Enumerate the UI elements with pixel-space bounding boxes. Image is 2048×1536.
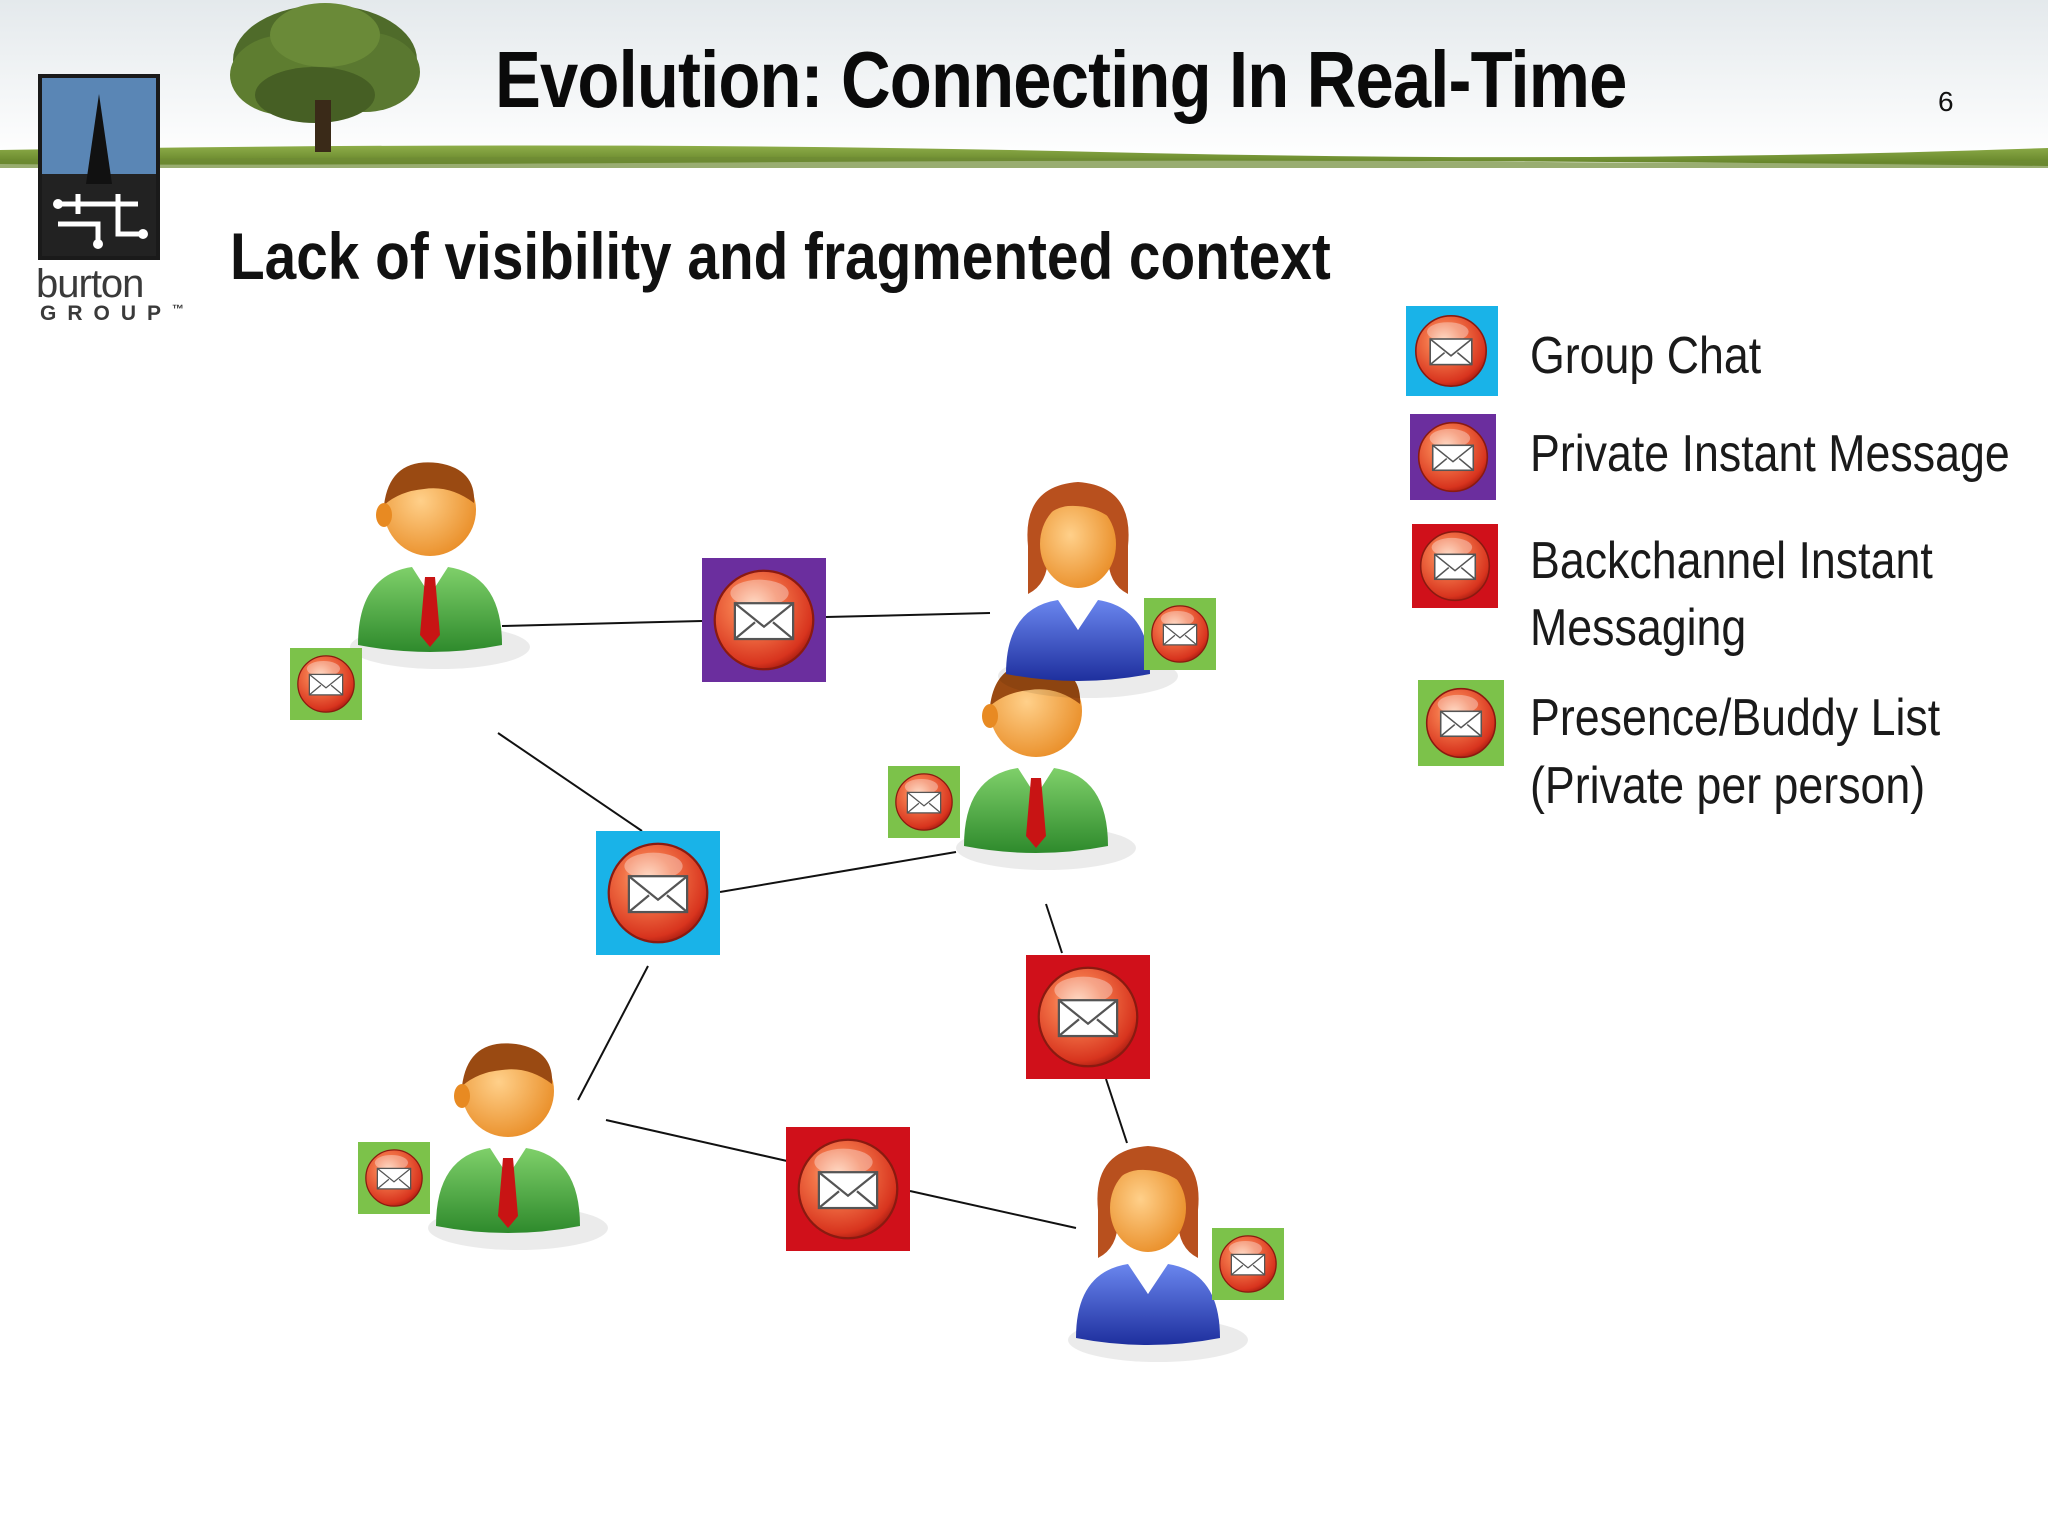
legend-swatch-private-im: [1410, 414, 1496, 500]
buddy-badge-woman1: [1144, 598, 1216, 670]
link-backchannel2-woman2: [909, 1190, 1077, 1229]
link-man3-backchannel2: [605, 1119, 788, 1162]
person-man-top-left: [350, 462, 530, 669]
page-number: 6: [1938, 86, 1954, 117]
buddy-badge-man1: [290, 648, 362, 720]
buddy-badge-man3: [358, 1142, 430, 1214]
slide-subtitle: Lack of visibility and fragmented contex…: [230, 219, 1331, 293]
legend-label-presence-line2: (Private per person): [1530, 757, 1926, 815]
logo-sub-text: GROUP: [40, 302, 173, 325]
buddy-badge-man2: [888, 766, 960, 838]
link-man1-pim: [501, 620, 703, 627]
link-pim-woman1: [825, 612, 991, 618]
person-man-middle: [956, 663, 1136, 870]
link-groupchat-man3: [577, 965, 649, 1101]
link-man1-groupchat: [497, 732, 643, 832]
legend-swatch-presence: [1418, 680, 1504, 766]
connection-lines: [497, 612, 1128, 1229]
group-chat-node: [596, 831, 720, 955]
legend-label-presence-line1: Presence/Buddy List: [1530, 689, 1941, 747]
slide-title: Evolution: Connecting In Real-Time: [495, 35, 1627, 124]
logo-subwordmark: GROUP™: [40, 302, 184, 326]
legend-label-backchannel-line2: Messaging: [1530, 599, 1747, 657]
legend-label-private-im: Private Instant Message: [1530, 425, 2010, 483]
person-man-bottom-left: [428, 1043, 608, 1250]
legend-swatch-backchannel: [1412, 524, 1498, 608]
burton-group-logo-icon: [38, 74, 160, 260]
buddy-badge-woman2: [1212, 1228, 1284, 1300]
logo-wordmark: burton: [36, 262, 144, 306]
person-woman-bottom-right: [1068, 1146, 1248, 1362]
person-woman-top-right: [998, 482, 1178, 698]
pim-node: [702, 558, 826, 682]
legend-swatch-group-chat: [1406, 306, 1498, 396]
link-backchannel1-woman2: [1105, 1078, 1128, 1144]
link-man2-backchannel1: [1045, 903, 1063, 954]
legend-label-backchannel-line1: Backchannel Instant: [1530, 532, 1933, 590]
link-groupchat-man2: [719, 851, 957, 893]
backchannel-node-bottom: [786, 1127, 910, 1251]
tree-icon: [230, 3, 420, 152]
logo-tm: ™: [172, 302, 185, 316]
legend-label-group-chat: Group Chat: [1530, 327, 1762, 385]
backchannel-node-right: [1026, 955, 1150, 1079]
